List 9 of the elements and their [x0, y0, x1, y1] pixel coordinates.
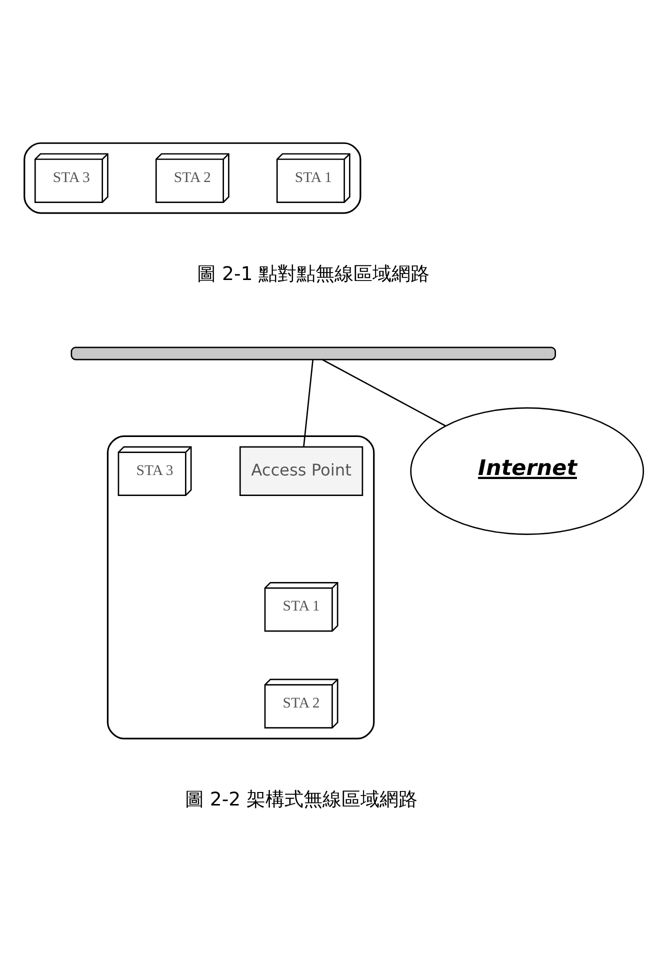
label: 圖 2-1 點對點無線區域網路 — [197, 263, 430, 284]
label: 圖 2-2 架構式無線區域網路 — [184, 788, 418, 810]
connector — [322, 358, 446, 426]
cluster — [24, 142, 362, 214]
node-ellipse: Internet — [410, 406, 644, 534]
cluster — [106, 434, 375, 739]
node-box: Access Point — [239, 446, 364, 496]
node-bar — [70, 346, 556, 360]
connector — [303, 359, 314, 446]
